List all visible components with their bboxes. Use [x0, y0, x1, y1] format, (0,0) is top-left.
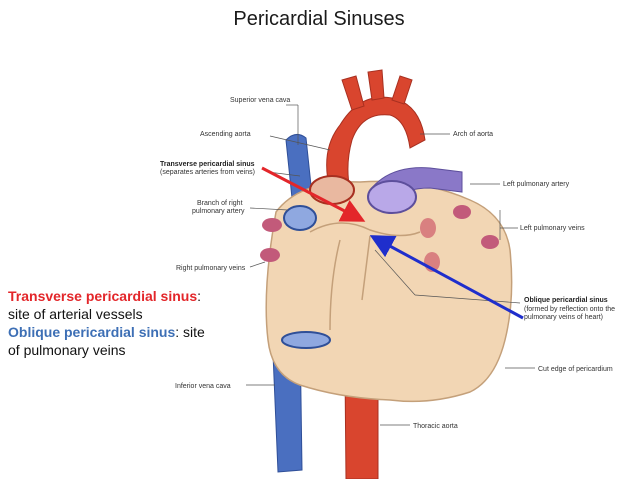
label-oblique-note-1: (formed by reflection onto the — [524, 306, 615, 313]
label-oblique-sinus: Oblique pericardial sinus — [524, 297, 608, 304]
legend-transverse: Transverse pericardial sinus: — [8, 287, 263, 305]
label-transverse-sinus: Transverse pericardial sinus — [160, 161, 255, 168]
label-superior-vena-cava: Superior vena cava — [230, 97, 290, 104]
label-left-pulmonary-veins: Left pulmonary veins — [520, 225, 585, 232]
label-ascending-aorta: Ascending aorta — [200, 131, 251, 138]
aorta-opening — [309, 175, 355, 205]
label-branch-right-pa-2: pulmonary artery — [192, 208, 245, 215]
pericardial-reflection — [309, 222, 421, 331]
legend-oblique-colon: : — [175, 324, 180, 340]
label-transverse-sinus-note: (separates arteries from veins) — [160, 169, 255, 176]
label-inferior-vena-cava: Inferior vena cava — [175, 383, 231, 390]
label-arch-of-aorta: Arch of aorta — [453, 131, 493, 138]
label-right-pulmonary-veins: Right pulmonary veins — [176, 265, 246, 272]
aortic-branches — [341, 69, 413, 111]
svc-opening — [283, 205, 317, 231]
legend-transverse-term: Transverse pericardial sinus — [8, 288, 198, 304]
ivc-opening — [281, 331, 331, 349]
label-left-pulmonary-artery: Left pulmonary artery — [503, 181, 570, 188]
label-oblique-note-2: pulmonary veins of heart) — [524, 314, 603, 321]
right-pulmonary-veins — [260, 218, 282, 262]
legend: Transverse pericardial sinus: site of ar… — [8, 287, 263, 359]
page-title: Pericardial Sinuses — [233, 8, 405, 30]
pulmonary-trunk-opening — [367, 180, 417, 214]
label-cut-edge: Cut edge of pericardium — [538, 366, 613, 373]
label-branch-right-pa-1: Branch of right — [197, 200, 243, 207]
oblique-sinus-arrow — [369, 235, 524, 320]
legend-oblique-desc: of pulmonary veins — [8, 342, 126, 358]
legend-oblique: Oblique pericardial sinus: site — [8, 324, 205, 340]
legend-oblique-term: Oblique pericardial sinus — [8, 324, 176, 340]
transverse-sinus-arrow — [261, 166, 366, 222]
legend-transverse-colon: : — [197, 288, 201, 304]
aortic-arch — [326, 96, 426, 191]
label-thoracic-aorta: Thoracic aorta — [413, 423, 458, 430]
leader-lines — [246, 104, 535, 426]
legend-transverse-desc: site of arterial vessels — [8, 306, 143, 322]
